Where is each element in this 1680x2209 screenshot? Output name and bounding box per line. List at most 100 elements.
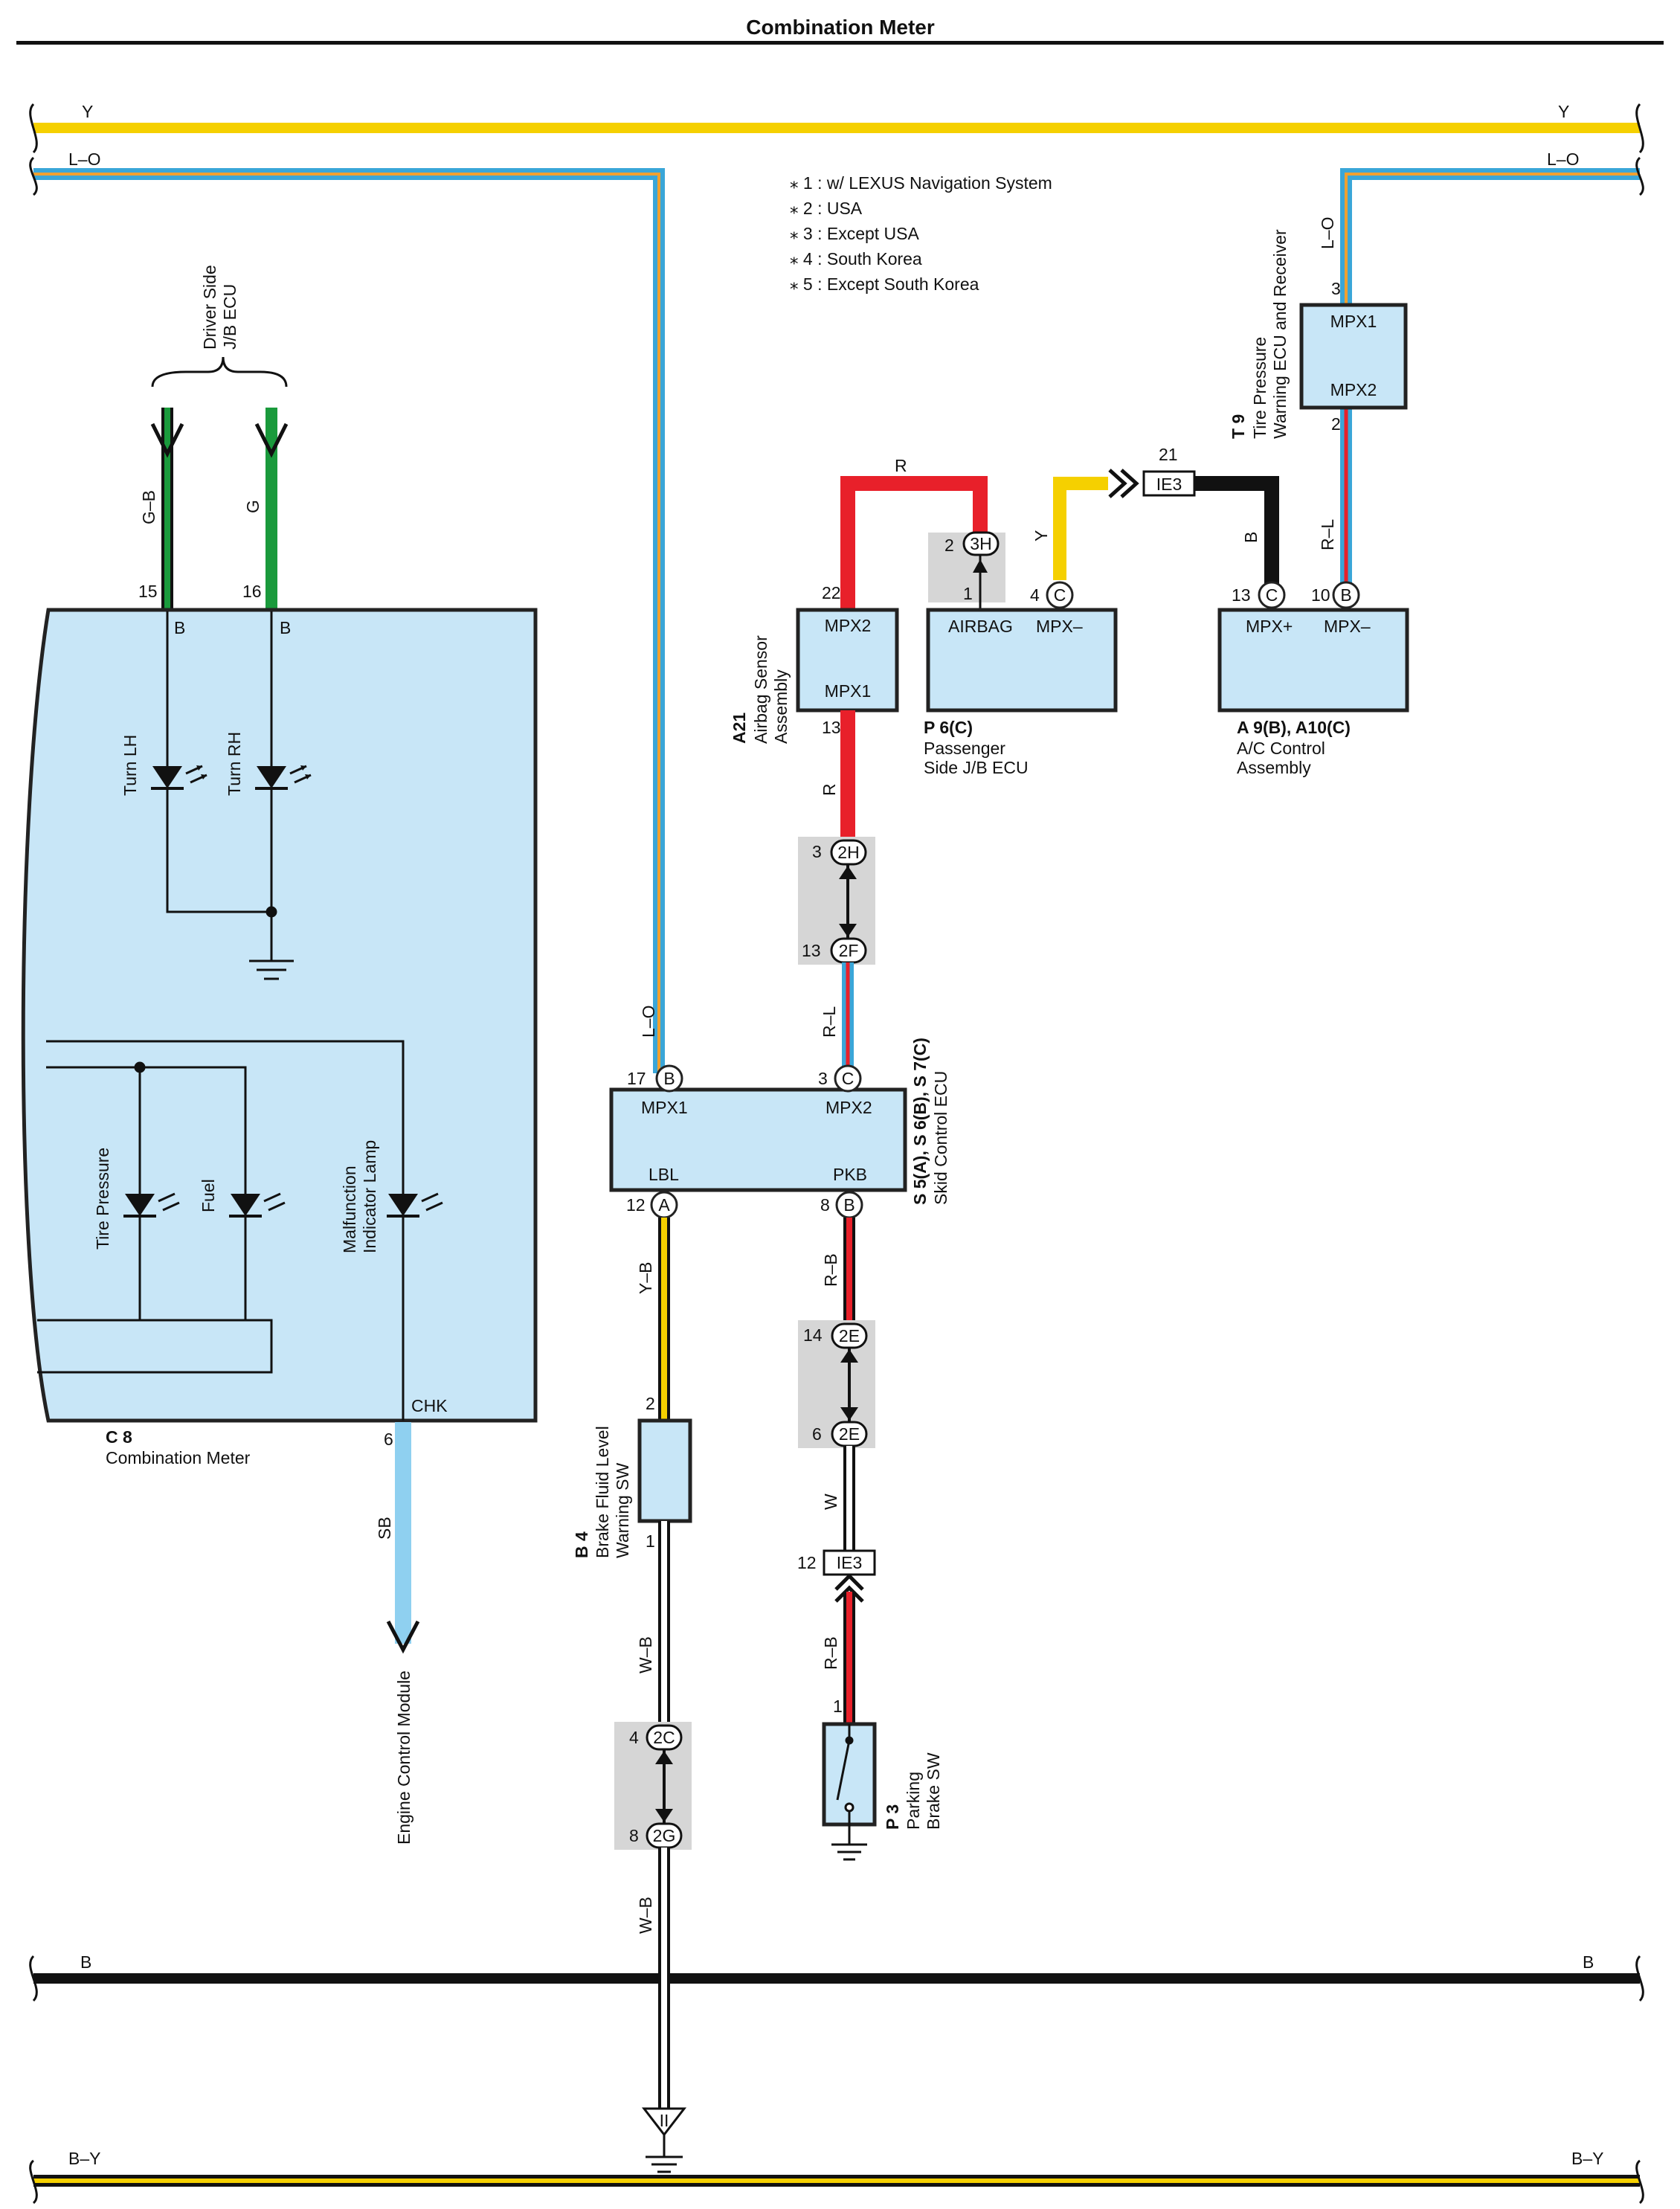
pin-14-j: 14 [803, 1325, 823, 1345]
ac-control-assembly-a9: MPX+ MPX– C B 13 10 A 9(B), A10(C) A/C C… [1217, 581, 1409, 777]
connector-2g-label: 2G [653, 1826, 676, 1845]
s5-term-c-top: C [842, 1069, 855, 1088]
wire-y-label: Y [1032, 530, 1051, 541]
mil-label-2: Indicator Lamp [360, 1140, 379, 1253]
bus-lo-label-left: L–O [68, 149, 100, 169]
s5-term-b-top: B [663, 1069, 675, 1088]
pin-6: 6 [384, 1430, 393, 1449]
bus-by-label-left: B–Y [68, 2149, 100, 2168]
connector-2h-label: 2H [837, 843, 859, 862]
a21-mpx1: MPX1 [825, 681, 872, 701]
tire-pressure-label: Tire Pressure [93, 1148, 112, 1250]
pin-15: 15 [138, 582, 158, 601]
pin-8-s5: 8 [820, 1195, 830, 1215]
s5-lbl: LBL [648, 1165, 679, 1184]
malfunction-indicator-lamp: Malfunction Indicator Lamp [340, 1140, 443, 1253]
wire-wb-label: W–B [636, 1636, 655, 1673]
notes-list: ⁎ 1 : w/ LEXUS Navigation System ⁎ 2 : U… [790, 173, 1052, 294]
p6-term-c: C [1054, 585, 1066, 605]
wire-yb-label: Y–B [636, 1262, 655, 1294]
pin-1-p3: 1 [833, 1697, 843, 1716]
note-2: ⁎ 2 : USA [790, 199, 863, 218]
driver-ecu-line1: Driver Side [200, 265, 219, 350]
pin-3-t9: 3 [1331, 279, 1341, 298]
a9-mpxp: MPX+ [1246, 617, 1293, 636]
p6-code: P 6(C) [924, 718, 973, 737]
bus-y: Y Y [33, 102, 1640, 133]
pin-10-a9: 10 [1311, 585, 1330, 605]
connector-2c-label: 2C [653, 1728, 675, 1747]
pin-17: 17 [627, 1069, 646, 1088]
wire-lo-label: L–O [639, 1006, 658, 1038]
pin-8-j: 8 [629, 1826, 639, 1845]
c8-pin-chk: CHK [411, 1396, 448, 1415]
ie3-bottom-label: IE3 [837, 1553, 863, 1572]
t9-mpx2: MPX2 [1330, 380, 1377, 399]
s5-mpx1: MPX1 [641, 1098, 688, 1117]
pin-1-b4: 1 [646, 1531, 655, 1551]
a21-to-s5-wire: R 2H 2F 3 13 R–L [798, 710, 875, 1071]
wire-lo-t9-label: L–O [1318, 217, 1337, 249]
mpx-bus-top: R Y IE3 21 B R–L L–O [840, 217, 1352, 610]
p6-mpx: MPX– [1036, 617, 1083, 636]
pin-21: 21 [1159, 445, 1178, 464]
pin-3-j: 3 [812, 842, 822, 861]
a9-term-c: C [1266, 585, 1278, 605]
brake-fluid-branch: Y–B 2 1 B 4 Brake Fluid Level Warning SW… [572, 1218, 692, 2173]
a9-term-b: B [1340, 585, 1351, 605]
pin-16: 16 [242, 582, 262, 601]
t9-name-2: Warning ECU and Receiver [1270, 229, 1290, 439]
a21-name-2: Assembly [771, 669, 791, 744]
engine-control-module-label: Engine Control Module [394, 1671, 413, 1845]
passenger-side-jb-ecu-p6: 3H 2 1 AIRBAG MPX– C 4 P 6(C) Passenger … [924, 531, 1118, 777]
s5-term-a: A [658, 1195, 670, 1215]
wire-gb-label: G–B [139, 490, 158, 524]
turn-lh-label: Turn LH [120, 735, 140, 796]
p6-name-2: Side J/B ECU [924, 758, 1029, 777]
mil-label-1: Malfunction [340, 1165, 359, 1253]
note-5: ⁎ 5 : Except South Korea [790, 274, 979, 294]
b4-name-1: Brake Fluid Level [593, 1426, 612, 1558]
p3-code: P 3 [883, 1804, 902, 1830]
wire-sb-label: SB [375, 1517, 394, 1540]
pin-13-a21: 13 [822, 718, 841, 737]
s5-code: S 5(A), S 6(B), S 7(C) [910, 1038, 930, 1205]
pin-2-p6: 2 [944, 536, 954, 555]
p6-name-1: Passenger [924, 739, 1005, 758]
wire-r-top-label: R [895, 456, 907, 475]
turn-lh-lamp: Turn LH [120, 735, 207, 796]
skid-control-ecu-s5: B C 17 3 MPX1 MPX2 LBL PKB A B 12 8 S 5(… [609, 1038, 950, 1219]
wire-rl-t9-label: R–L [1318, 519, 1337, 550]
connector-3h [962, 531, 1000, 556]
pin-4-j: 4 [629, 1728, 639, 1747]
title-rule [16, 41, 1664, 45]
ie3-top-label: IE3 [1156, 475, 1182, 494]
c8-pin-b1: B [174, 618, 185, 637]
c8-code: C 8 [106, 1427, 132, 1447]
a9-name-1: A/C Control [1237, 739, 1325, 758]
wire-b-label: B [1241, 532, 1261, 543]
fuel-label: Fuel [199, 1179, 218, 1212]
s5-pkb: PKB [833, 1165, 867, 1184]
tire-pressure-lamp: Tire Pressure [93, 1148, 180, 1250]
bus-by-label-right: B–Y [1571, 2149, 1603, 2168]
pin-2-b4: 2 [646, 1394, 655, 1413]
pin-6-j: 6 [812, 1424, 822, 1444]
pin-12-ie: 12 [797, 1553, 817, 1572]
note-3: ⁎ 3 : Except USA [790, 224, 920, 243]
bus-b: B B [33, 1952, 1640, 1984]
s5-term-b-bottom: B [843, 1195, 855, 1215]
s5-name: Skid Control ECU [931, 1071, 950, 1205]
note-4: ⁎ 4 : South Korea [790, 249, 922, 269]
t9-code: T 9 [1229, 414, 1248, 439]
turn-rh-lamp: Turn RH [225, 732, 312, 796]
wire-w-label: W [821, 1493, 840, 1510]
bus-y-label-left: Y [82, 102, 93, 121]
c8-name: Combination Meter [106, 1448, 251, 1467]
b4-name-2: Warning SW [613, 1462, 632, 1558]
c8-pin-b2: B [280, 618, 291, 637]
bus-b-label-right: B [1583, 1952, 1594, 1972]
p3-name-1: Parking [904, 1772, 923, 1830]
a9-mpxm: MPX– [1324, 617, 1371, 636]
ground-ii-label: II [660, 2111, 669, 2130]
